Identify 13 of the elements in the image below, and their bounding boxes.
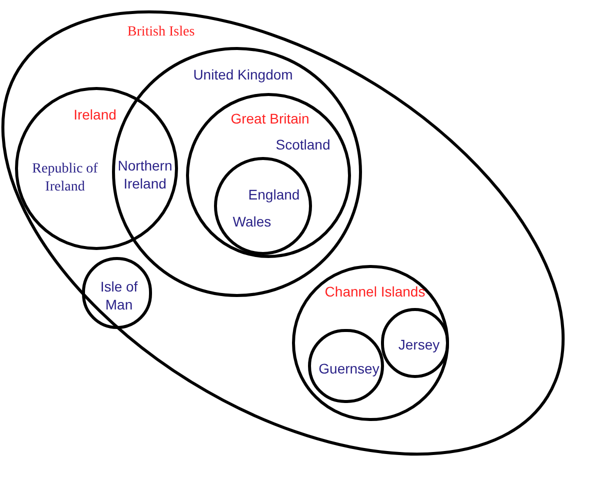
region-title: Jersey [398, 336, 440, 354]
region-label: Scotland [276, 136, 330, 154]
region-title: British Isles [127, 23, 195, 41]
region-title: Guernsey [318, 360, 380, 378]
region-label: Northern Ireland [116, 158, 174, 192]
region-title: England [248, 186, 300, 204]
region-title: Ireland [74, 106, 116, 124]
region-label: Wales [232, 213, 272, 231]
region-label: Republic of Ireland [31, 160, 99, 196]
region-title: Great Britain [230, 110, 310, 128]
region-title: Isle of Man [99, 278, 139, 314]
region-title: United Kingdom [193, 66, 293, 84]
region-title: Channel Islands [324, 283, 426, 301]
